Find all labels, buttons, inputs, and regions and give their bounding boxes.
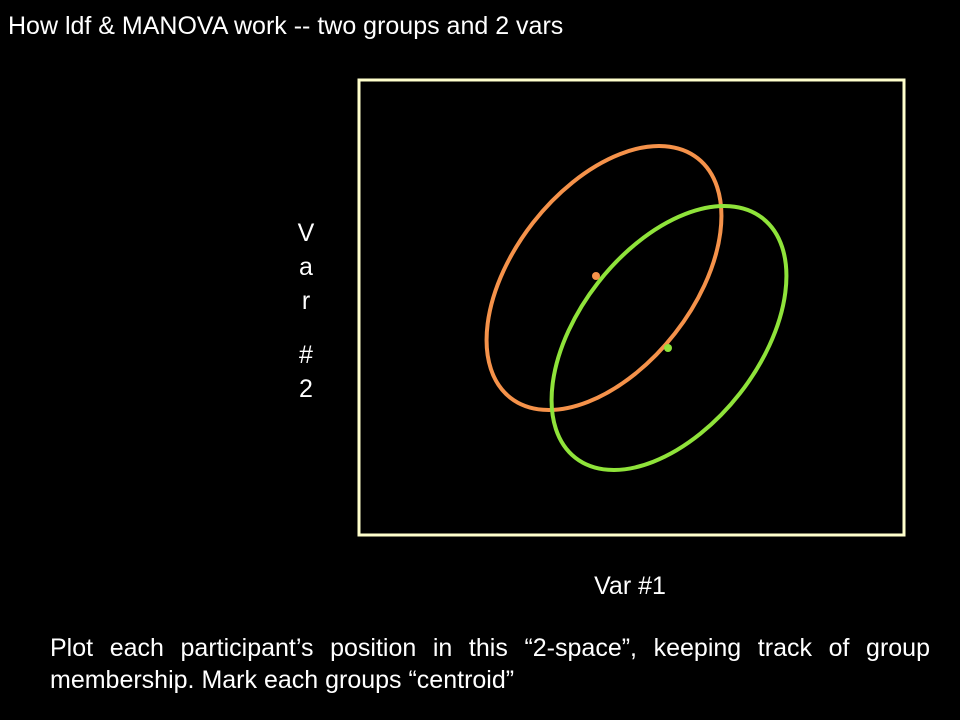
group-2-ellipse: [549, 204, 789, 472]
group-1-ellipse: [484, 144, 724, 412]
y-axis-label-char: a: [299, 253, 313, 281]
slide-title: How ldf & MANOVA work -- two groups and …: [8, 12, 564, 40]
y-axis-label: V a r # 2: [286, 216, 326, 406]
y-axis-label-char: r: [301, 287, 311, 315]
y-axis-label-gap: [286, 318, 326, 338]
y-axis-label-char: #: [299, 341, 313, 369]
group-2-centroid: [664, 344, 672, 352]
x-axis-label: Var #1: [594, 572, 666, 600]
group-1-centroid: [592, 272, 600, 280]
caption-text: Plot each participant’s position in this…: [50, 634, 930, 694]
y-axis-label-char: 2: [299, 375, 313, 403]
y-axis-label-char: V: [297, 219, 315, 247]
plot-frame: [357, 78, 906, 537]
